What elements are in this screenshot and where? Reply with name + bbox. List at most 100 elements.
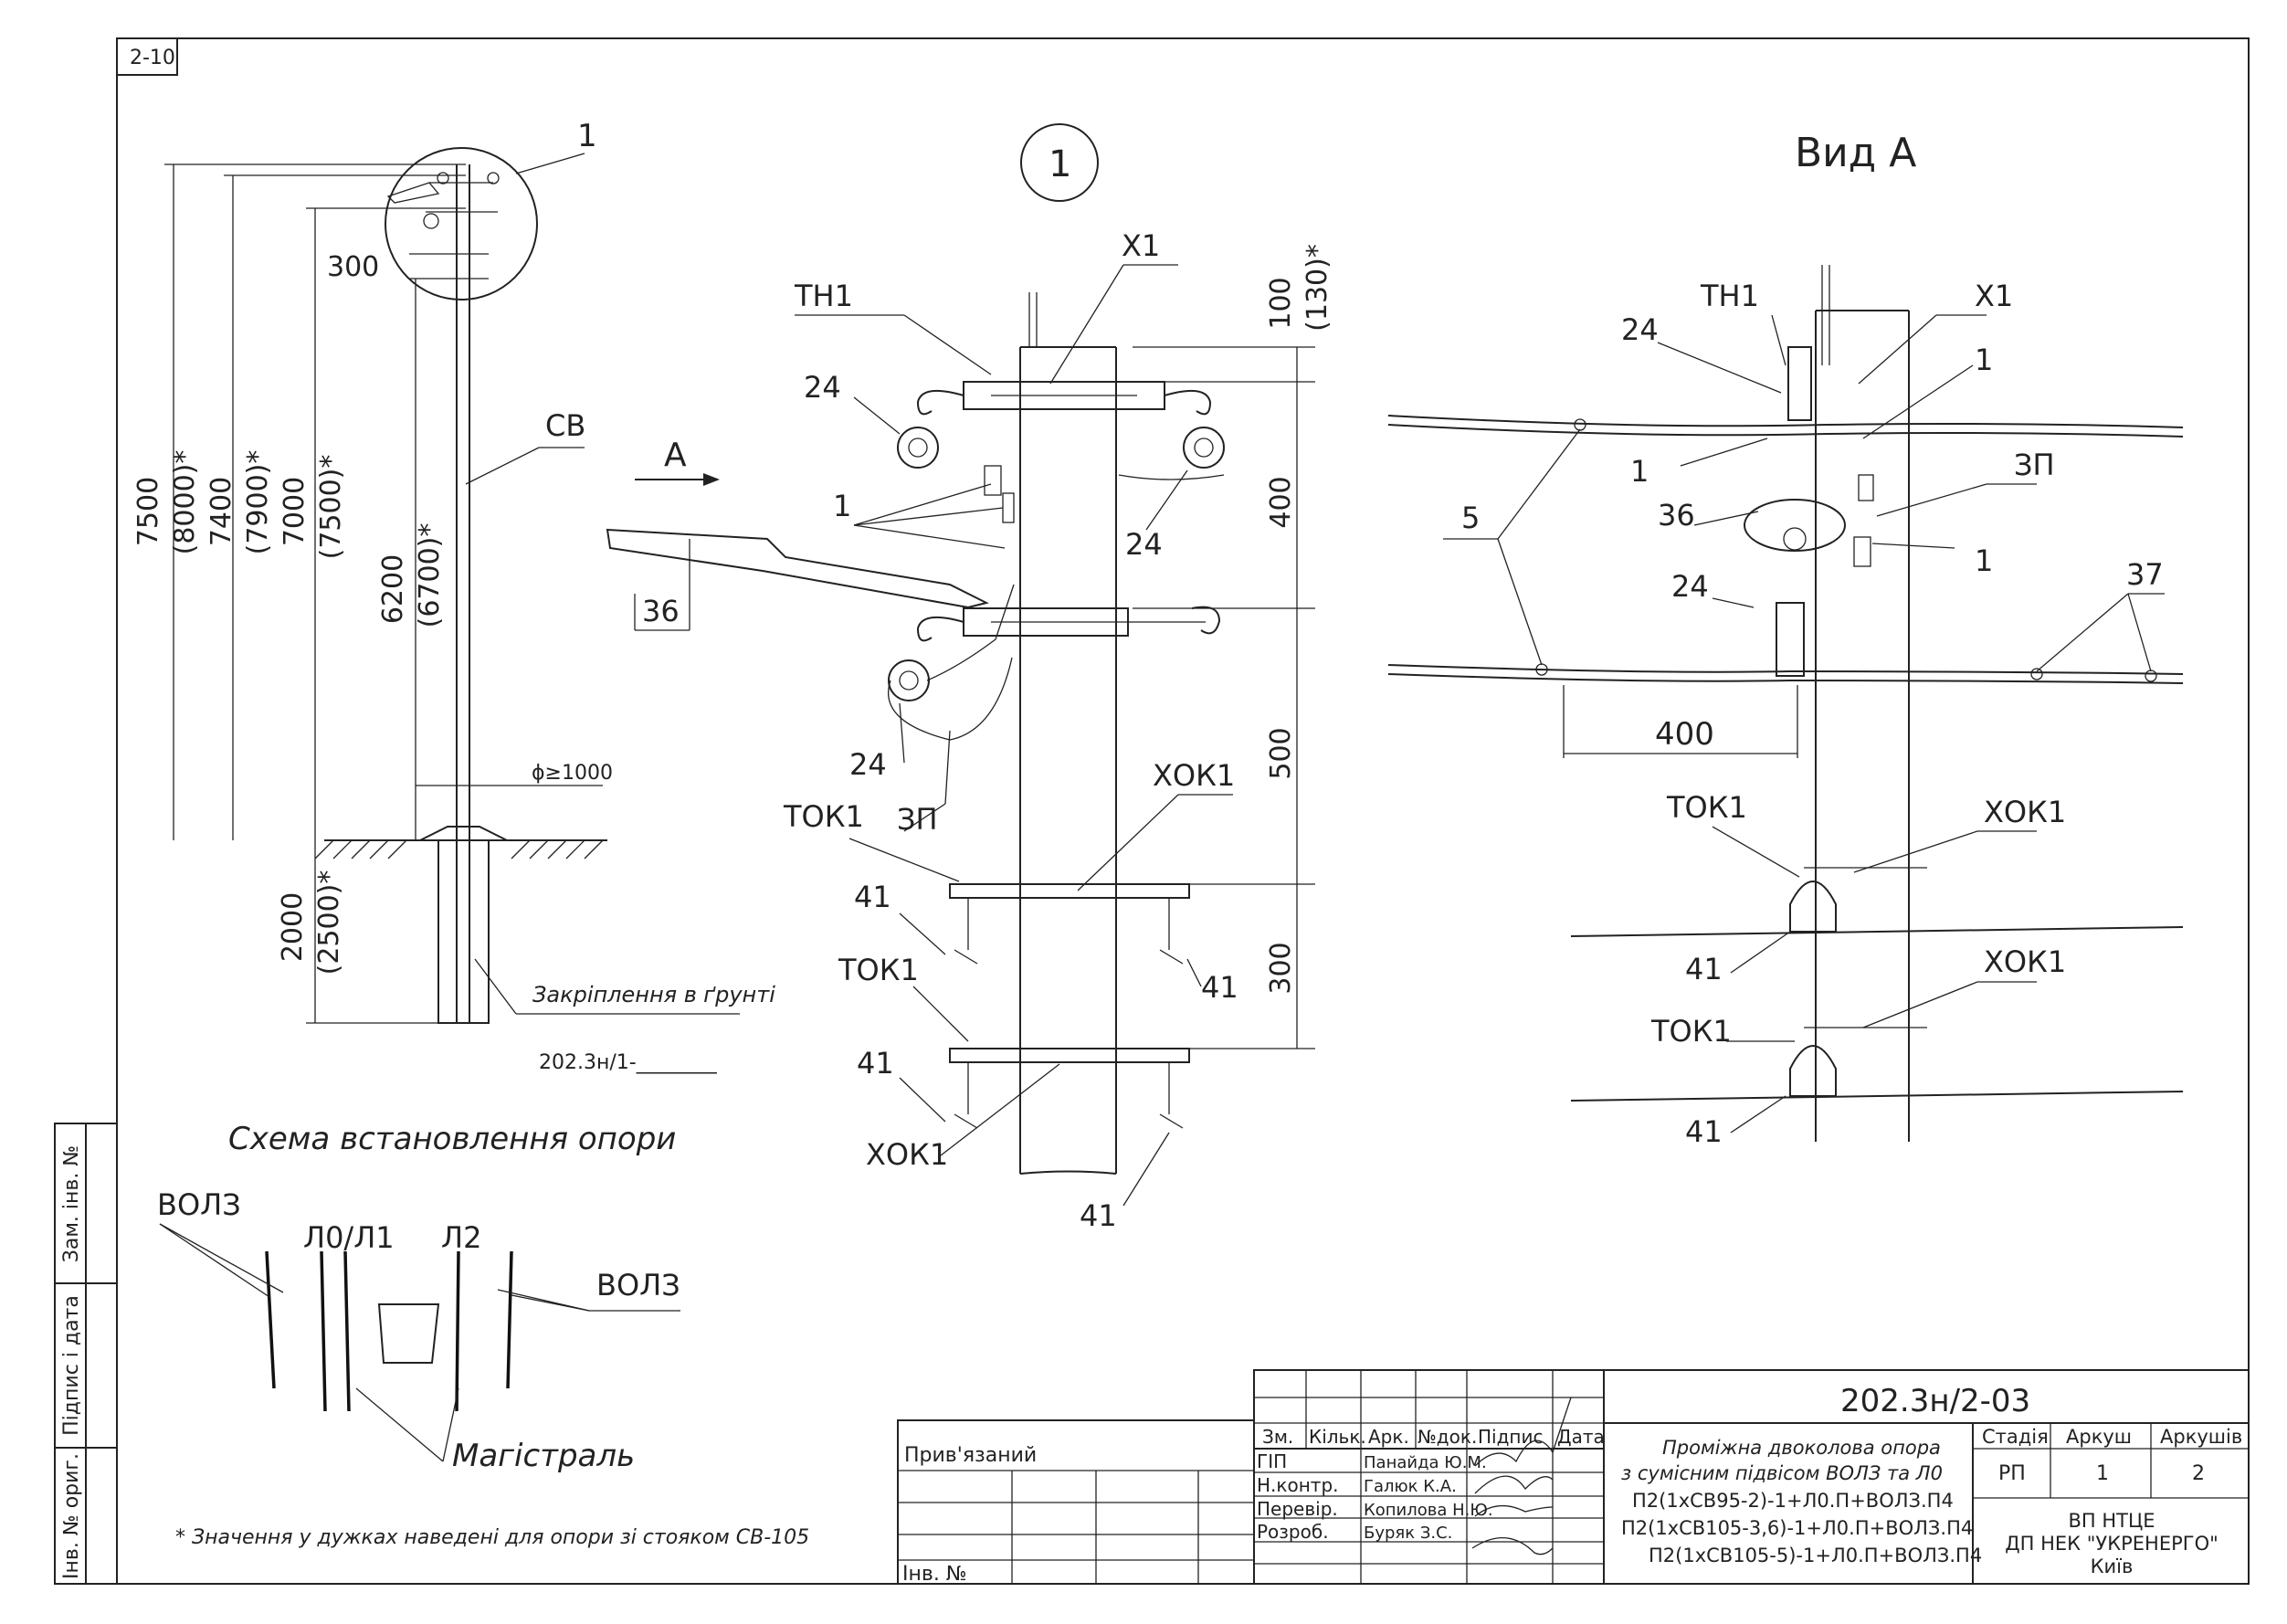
dim-8000: (8000)* [169,450,201,555]
tb-desc-5: П2(1хСВ105-5)-1+Л0.П+ВОЛЗ.П4 [1649,1545,1982,1566]
tb-desc-3: П2(1хСВ95-2)-1+Л0.П+ВОЛЗ.П4 [1632,1490,1954,1512]
d1-41c: 41 [857,1046,894,1081]
title-block: Прив'язаний Інв. № Зм. Кільк. Арк. №док.… [897,1369,2250,1586]
d1-xok1a: ХОК1 [1153,758,1235,793]
tb-role-perevir: Перевір. [1257,1498,1338,1520]
tb-stage: РП [1998,1462,2026,1485]
tb-stage-h: Стадія [1982,1426,2049,1448]
va-37: 37 [2126,557,2164,592]
tb-org-3: Київ [2091,1555,2134,1577]
dim-130: (130)* [1302,244,1333,332]
dim-300: 300 [1265,942,1297,994]
tb-org-2: ДП НЕК "УКРЕНЕРГО" [2005,1533,2218,1555]
va-24a: 24 [1621,312,1659,347]
ground-fixing-ref: 202.3н/1-________ [539,1051,718,1074]
tb-code: 202.3н/2-03 [1840,1383,2030,1419]
va-xok1b: ХОК1 [1984,944,2066,979]
detail-callout-number: 1 [577,118,597,154]
tb-role-gip: ГІП [1257,1450,1287,1472]
d1-24b: 24 [1125,527,1163,562]
tb-role-nkontr: Н.контр. [1257,1474,1339,1496]
ground-fixing-note: Закріплення в ґрунті [532,982,775,1007]
tb-h-zm: Зм. [1262,1426,1293,1448]
tb-inv: Інв. № [902,1563,967,1586]
dim-100: 100 [1265,277,1297,329]
tb-name-nkontr: Галюк К.А. [1364,1477,1457,1496]
scheme-trunk: Магістраль [452,1438,635,1474]
d1-x1: Х1 [1122,228,1160,263]
d1-24c: 24 [849,747,887,782]
dim-2500: (2500)* [313,870,345,975]
d1-tok1b: ТОК1 [838,953,919,987]
va-d400: 400 [1655,716,1714,753]
d1-th1: ТН1 [794,279,853,313]
tb-desc-2: з сумісним підвісом ВОЛЗ та Л0 [1621,1462,1943,1484]
signature-3 [1474,1505,1554,1517]
dim-7000: 7000 [279,477,311,546]
va-xok1a: ХОК1 [1984,795,2066,829]
va-36: 36 [1658,498,1695,533]
va-1a: 1 [1975,343,1993,377]
side-inv: Інв. № ориг. [60,1453,83,1579]
d1-41b: 41 [1201,970,1238,1005]
sheet-frame [116,37,2250,1585]
pole-elevation: 1 СВ ϕ≥1000 Закріплення в ґрунті 202.3н/… [132,118,775,1074]
d1-tok1a: ТОК1 [783,799,864,834]
scheme-title: Схема встановлення опори [228,1121,676,1157]
scheme-vol3-right: ВОЛЗ [596,1268,680,1302]
tb-sheets: 2 [2192,1462,2205,1485]
side-stamp: Зам. інв. № Підпис і дата Інв. № ориг. [54,1123,118,1585]
va-x1: Х1 [1975,279,2013,313]
sheet-tag: 2-10 [130,47,175,69]
dim-6200: 6200 [377,554,409,624]
va-zp: ЗП [2014,448,2055,482]
signature-2 [1474,1475,1554,1494]
tb-h-kilk: Кільк. [1309,1426,1366,1448]
detail-callout-circle [385,147,538,301]
tb-name-perevir: Копилова Н.Ю. [1364,1501,1493,1520]
tb-h-data: Дата [1557,1426,1605,1448]
view-a: Вид А 400 [1387,130,2184,1149]
dim-500: 500 [1265,727,1297,779]
va-5: 5 [1461,501,1480,535]
scheme-vol3-left: ВОЛЗ [157,1187,241,1222]
dim-7500-alt: (7500)* [315,455,347,560]
scheme-l0-l1: Л0/Л1 [303,1220,395,1255]
tb-pryvyazanyi: Прив'язаний [904,1444,1037,1467]
dim-2000: 2000 [277,892,309,962]
tb-desc-4: П2(1хСВ105-3,6)-1+Л0.П+ВОЛЗ.П4 [1621,1517,1973,1539]
va-1b: 1 [1630,454,1649,489]
d1-41d: 41 [1080,1198,1117,1233]
tb-sheets-h: Аркушів [2160,1426,2242,1448]
tb-name-rozrob: Буряк З.С. [1364,1524,1452,1543]
view-a-title: Вид А [1795,130,1916,176]
tb-sheet-h: Аркуш [2066,1426,2132,1448]
detail1-title: 1 [1049,143,1071,185]
dim-300-left: 300 [327,251,379,283]
d1-24a: 24 [804,370,841,405]
sheet-tag-box [116,37,178,76]
view-arrow-a: A [664,437,687,474]
tb-h-ark: Арк. [1368,1426,1409,1448]
tb-sheet: 1 [2096,1462,2109,1485]
d1-1: 1 [833,489,851,523]
dim-7400: 7400 [206,477,237,546]
va-th1: ТН1 [1700,279,1759,313]
d1-zp: ЗП [897,802,938,837]
d1-36: 36 [642,594,680,628]
va-41a: 41 [1685,952,1723,986]
detail-1: 1 [606,123,1333,1233]
tb-h-pidpys: Підпис [1478,1426,1544,1448]
d1-xok1b: ХОК1 [866,1137,948,1172]
va-tok1a: ТОК1 [1666,790,1747,825]
tb-name-gip: Панайда Ю.М. [1364,1453,1487,1472]
pole-type-label: СВ [545,408,585,443]
side-zam: Зам. інв. № [60,1145,83,1263]
tb-org-1: ВП НТЦЕ [2068,1510,2155,1532]
va-24b: 24 [1671,569,1709,604]
signature-1 [1474,1397,1572,1467]
d1-41a: 41 [854,880,891,914]
installation-scheme: Схема встановлення опори ВОЛЗ Л0/Л1 Л2 В… [157,1121,680,1474]
va-41b: 41 [1685,1114,1723,1149]
